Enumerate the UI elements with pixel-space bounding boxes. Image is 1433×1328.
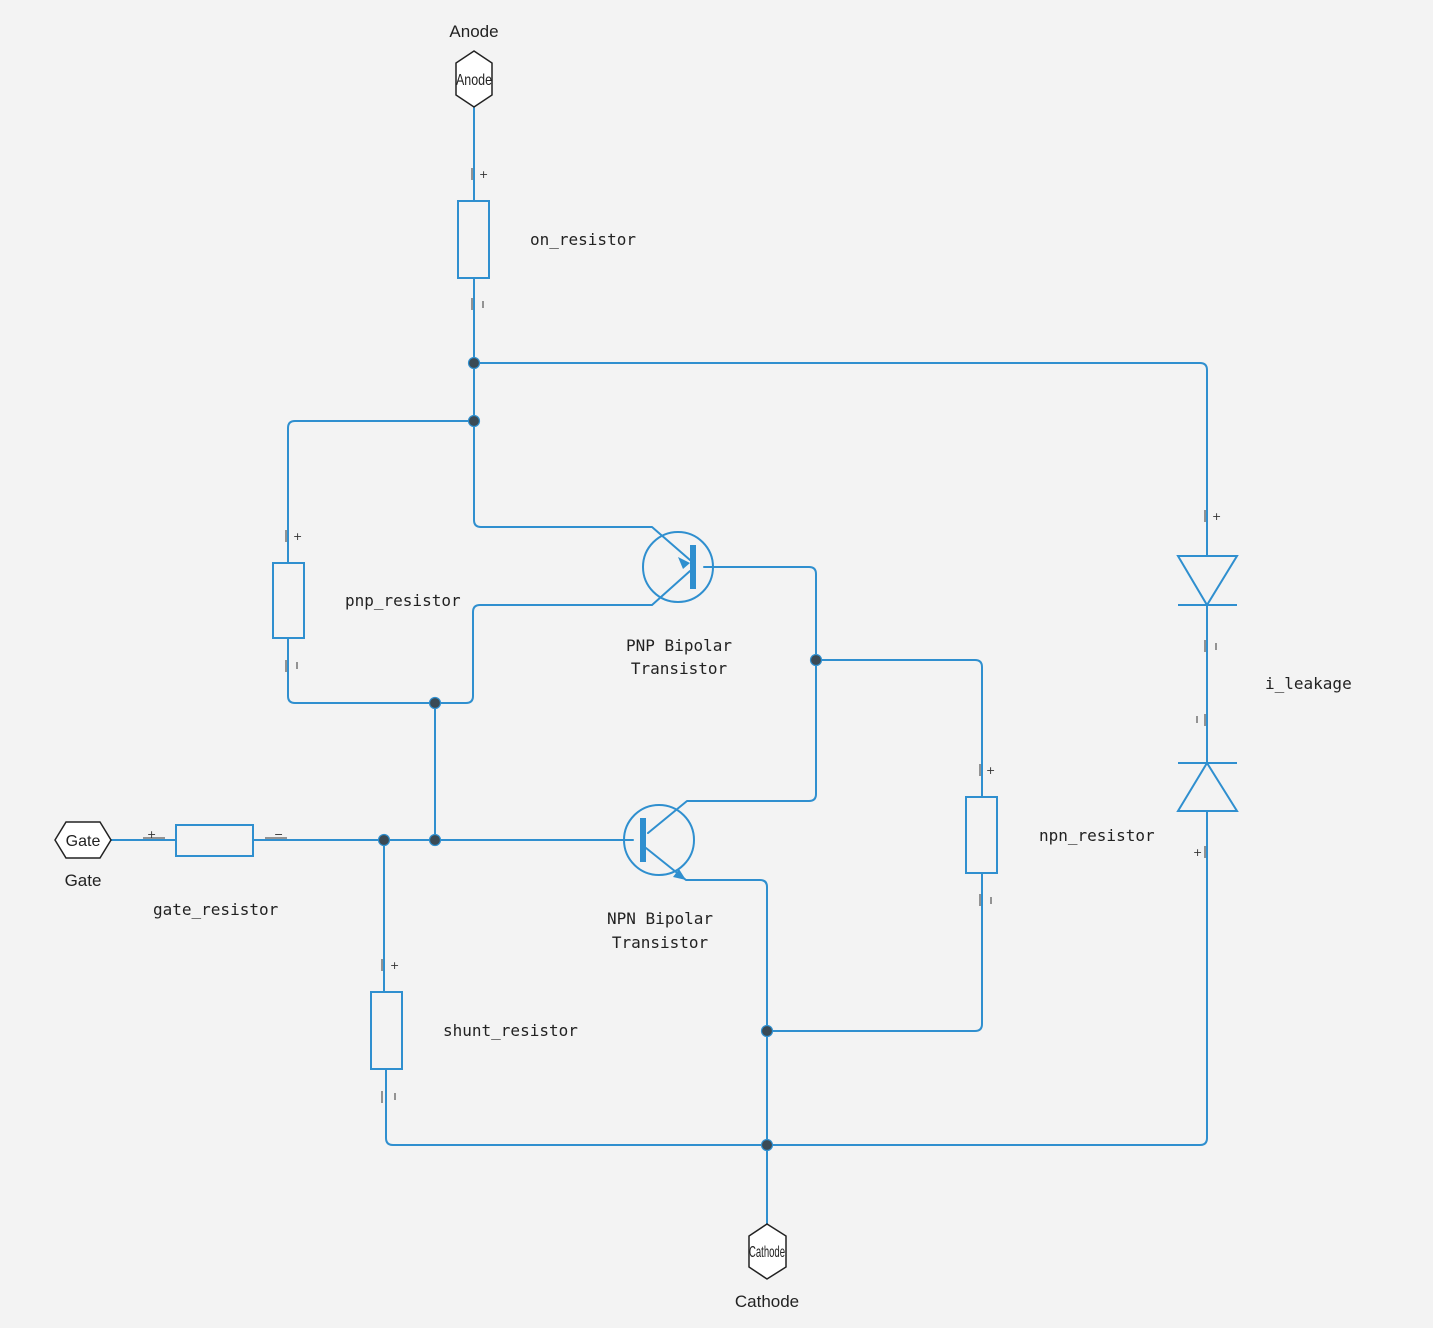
anode-port-label: Anode xyxy=(449,22,498,41)
plus-sign: + xyxy=(986,764,995,777)
i-leakage-source[interactable] xyxy=(1176,555,1239,812)
gate-resistor-body[interactable] xyxy=(175,824,254,857)
pnp-transistor-base-bar xyxy=(690,545,696,589)
on-resistor-label: on_resistor xyxy=(530,230,636,249)
wire-npn-resistor-bottom[interactable] xyxy=(766,872,983,1032)
wire-to-npn-resistor[interactable] xyxy=(815,659,983,798)
wire-shunt-to-bottom-rail[interactable] xyxy=(385,810,1208,1146)
pnp-resistor-body[interactable] xyxy=(272,562,305,639)
plus-sign: + xyxy=(390,959,399,972)
wire-pnp-base[interactable] xyxy=(434,570,691,704)
wire-pnp-resistor-bottom[interactable] xyxy=(287,637,436,704)
pnp-transistor-circle[interactable] xyxy=(642,531,714,603)
junction-node[interactable] xyxy=(377,833,391,847)
pnp-resistor-label: pnp_resistor xyxy=(345,591,461,610)
pnp-transistor-label-line1: PNP Bipolar xyxy=(626,636,732,655)
junction-node[interactable] xyxy=(428,696,442,710)
cathode-port-inner-text: Cathode xyxy=(749,1244,785,1261)
plus-sign: + xyxy=(147,828,156,841)
junction-node[interactable] xyxy=(809,653,823,667)
anode-port[interactable]: Anode Anode xyxy=(449,22,499,108)
shunt-resistor-body[interactable] xyxy=(370,991,403,1070)
pnp-resistor[interactable] xyxy=(272,562,305,639)
polarity-markers: + + + − + + + + xyxy=(143,168,1221,1103)
plus-sign: + xyxy=(1193,846,1202,859)
plus-sign: + xyxy=(479,168,488,181)
gate-port[interactable]: Gate Gate xyxy=(54,821,112,890)
junction-node[interactable] xyxy=(760,1024,774,1038)
gate-resistor[interactable] xyxy=(175,824,254,857)
shunt-resistor[interactable] xyxy=(370,991,403,1070)
plus-sign: + xyxy=(1212,510,1221,523)
gate-resistor-label: gate_resistor xyxy=(153,900,279,919)
pnp-transistor-label-line2: Transistor xyxy=(631,659,728,678)
cathode-port[interactable]: Cathode Cathode xyxy=(735,1223,799,1311)
pnp-emitter-arrow xyxy=(678,557,690,569)
junction-node[interactable] xyxy=(467,356,481,370)
cathode-port-label: Cathode xyxy=(735,1292,799,1311)
lower-diode-triangle[interactable] xyxy=(1176,761,1239,812)
npn-resistor-label: npn_resistor xyxy=(1039,826,1155,845)
anode-port-shape[interactable] xyxy=(455,50,493,108)
npn-emitter-arrow xyxy=(673,869,686,880)
plus-sign: + xyxy=(293,530,302,543)
npn-transistor-label-line1: NPN Bipolar xyxy=(607,909,713,928)
gate-port-shape[interactable] xyxy=(54,821,112,859)
upper-diode-triangle[interactable] xyxy=(1176,555,1239,607)
cathode-port-shape[interactable] xyxy=(748,1223,787,1280)
junction-node[interactable] xyxy=(467,414,481,428)
wire-top-rail[interactable] xyxy=(473,362,1208,557)
npn-transistor-label-line2: Transistor xyxy=(612,933,709,952)
wire-to-pnp-resistor-top[interactable] xyxy=(287,420,475,564)
npn-resistor[interactable] xyxy=(965,796,998,874)
npn-transistor[interactable] xyxy=(623,804,695,880)
anode-port-inner-text: Anode xyxy=(456,72,492,89)
wire-npn-emitter[interactable] xyxy=(645,847,768,1146)
gate-port-label: Gate xyxy=(65,871,102,890)
minus-sign: − xyxy=(274,828,283,841)
junctions xyxy=(377,356,823,1152)
npn-transistor-base-bar xyxy=(640,818,646,862)
junction-node[interactable] xyxy=(428,833,442,847)
wire-to-pnp-emitter[interactable] xyxy=(473,420,691,561)
shunt-resistor-label: shunt_resistor xyxy=(443,1021,578,1040)
on-resistor-body[interactable] xyxy=(457,200,490,279)
npn-transistor-circle[interactable] xyxy=(623,804,695,876)
wires xyxy=(109,107,1208,1226)
pnp-transistor[interactable] xyxy=(642,531,714,603)
npn-resistor-body[interactable] xyxy=(965,796,998,874)
junction-node[interactable] xyxy=(760,1138,774,1152)
component-labels: on_resistor pnp_resistor PNP Bipolar Tra… xyxy=(153,230,1352,1040)
wire-pnp-collector[interactable] xyxy=(647,566,817,834)
on-resistor[interactable] xyxy=(457,200,490,279)
i-leakage-label: i_leakage xyxy=(1265,674,1352,693)
gate-port-inner-text: Gate xyxy=(66,833,101,850)
